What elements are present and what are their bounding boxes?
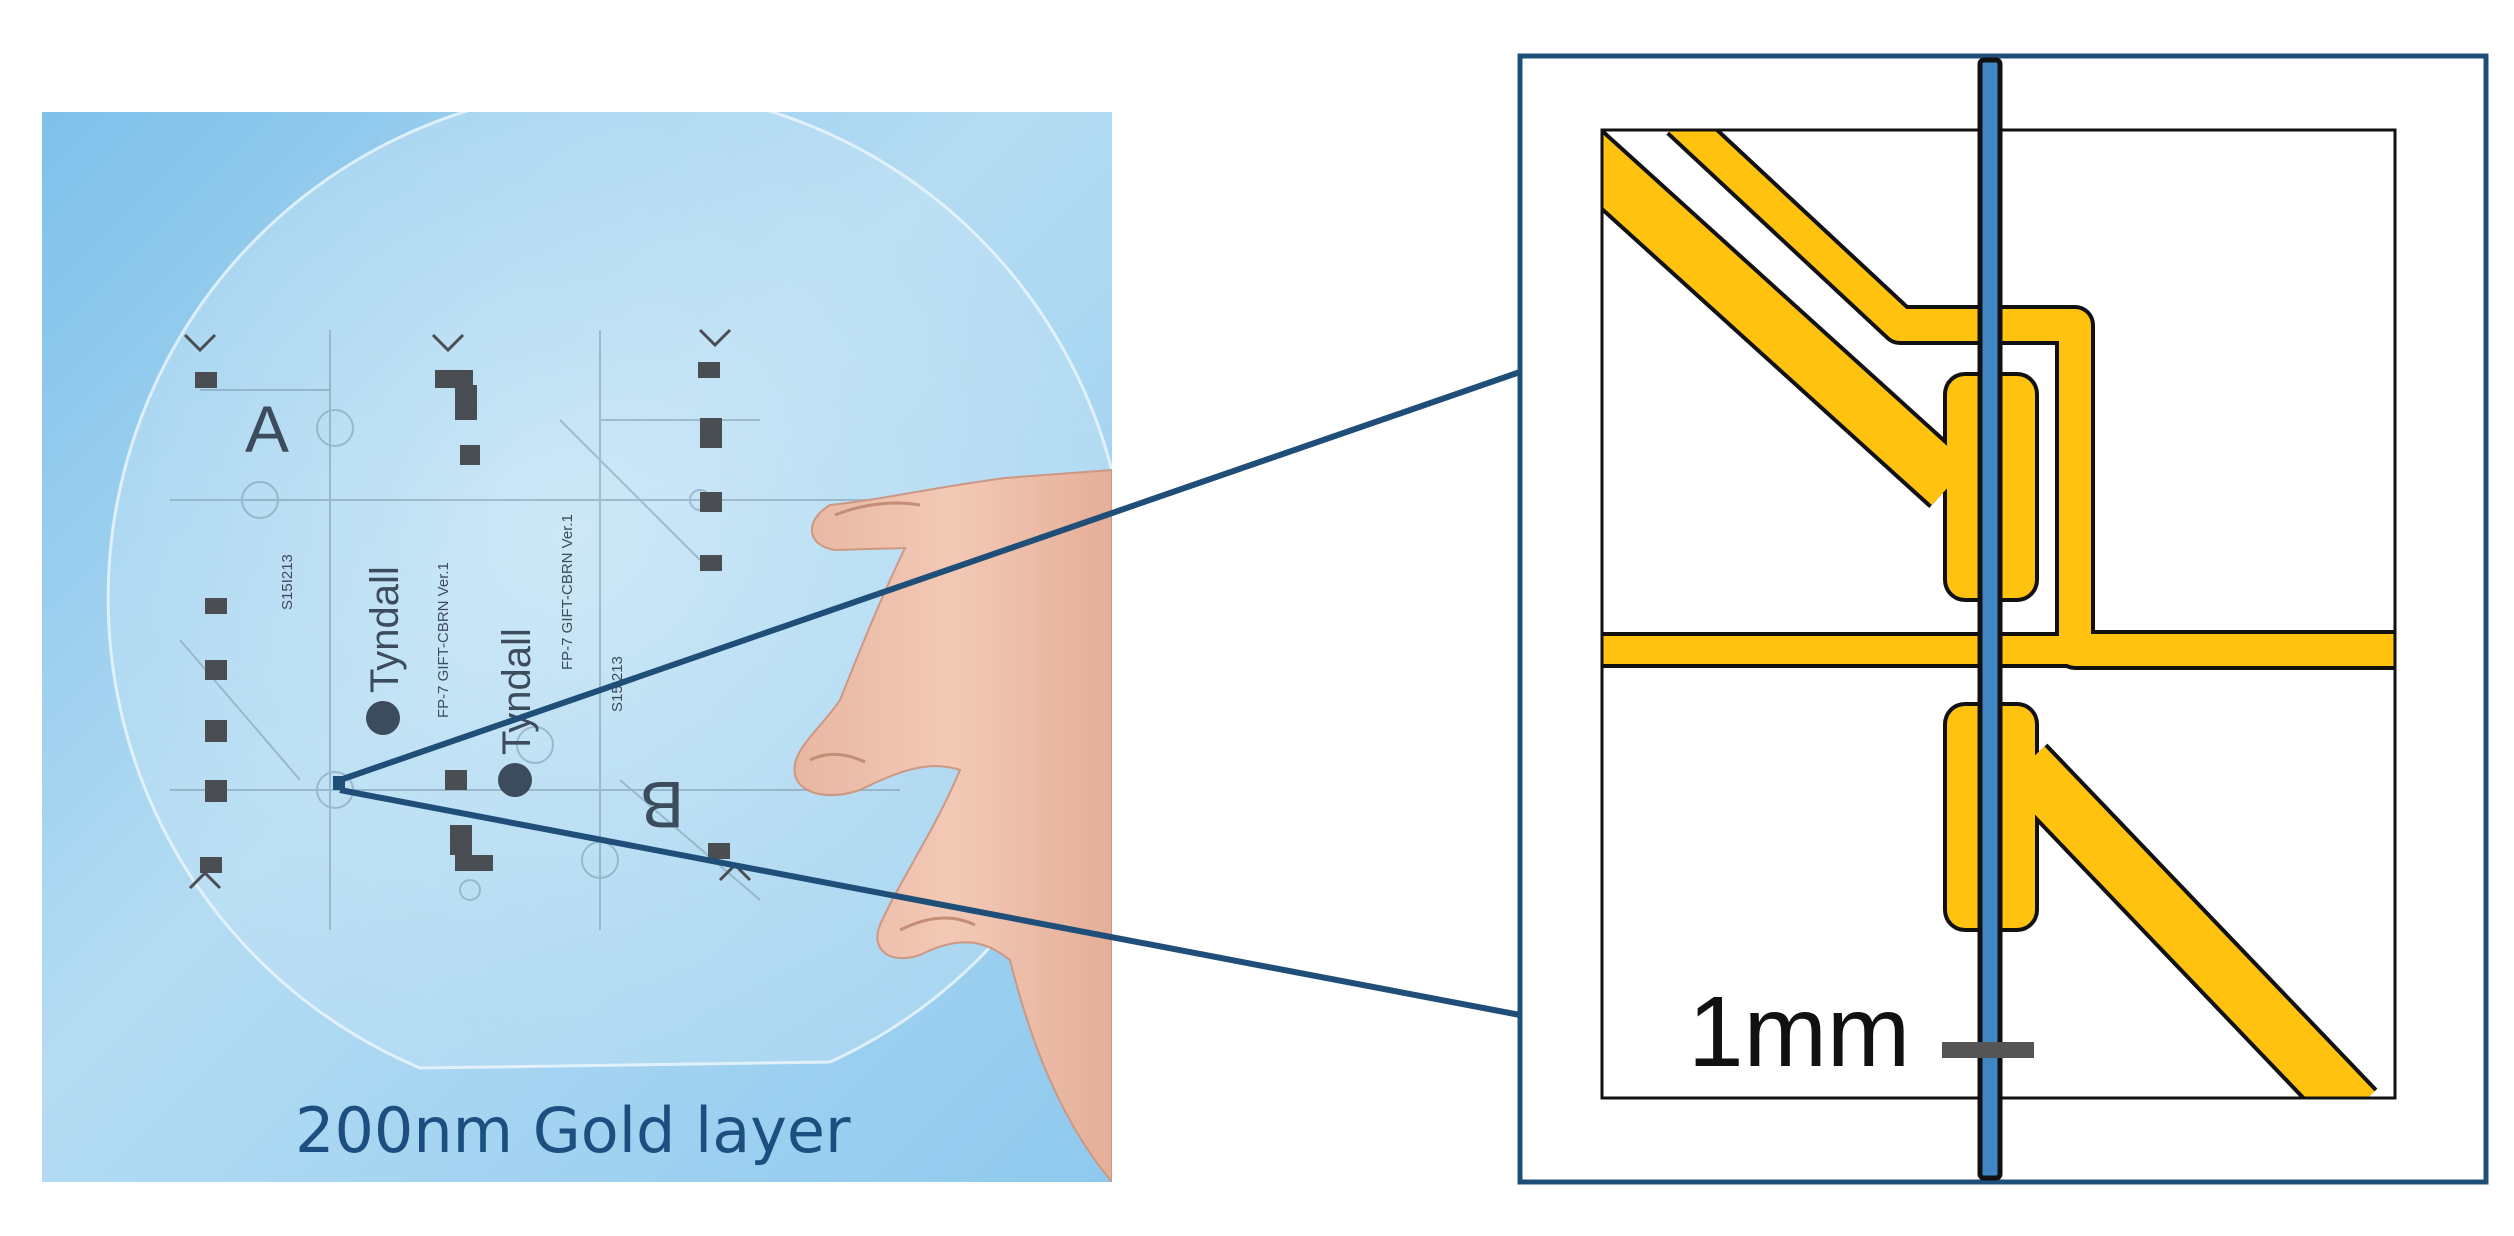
wafer-label-a: A <box>245 392 289 466</box>
callout-line-bottom <box>339 787 1521 1018</box>
zoom-callout-lines <box>339 369 1521 1018</box>
callout-line-top <box>339 369 1521 783</box>
tyndall-logo-1-text: Tyndall <box>363 566 407 693</box>
wafer-subtext-2: FP-7 GIFT-CBRN Ver.1 <box>559 514 576 670</box>
wafer-photo: A B Tyndall FP-7 GIFT-CBRN Ver.1 S15I213… <box>42 112 1112 1182</box>
optical-fiber <box>1977 57 2003 1181</box>
wafer-contact-pads <box>195 362 730 873</box>
gold-traces <box>1602 130 2395 1098</box>
tyndall-logo-2: Tyndall <box>495 628 539 797</box>
tyndall-logo-2-text: Tyndall <box>495 628 539 755</box>
zoom-marker <box>333 776 345 790</box>
electrode-layout <box>1602 130 2395 1098</box>
counter-electrode-lead <box>2005 746 2375 1098</box>
wafer-die-lines <box>170 330 900 930</box>
photo-caption: 200nm Gold layer <box>295 1094 851 1167</box>
hand <box>793 468 1112 1182</box>
wafer-label-b: B <box>640 768 684 842</box>
working-electrode-lead <box>1602 133 1969 506</box>
tyndall-logo-1: Tyndall <box>363 566 407 735</box>
wafer-code-1: S15I213 <box>279 554 296 610</box>
scale-bar <box>1942 1042 2034 1058</box>
scale-bar-label: 1mm <box>1688 976 1910 1088</box>
wafer-subtext-1: FP-7 GIFT-CBRN Ver.1 <box>435 562 452 718</box>
